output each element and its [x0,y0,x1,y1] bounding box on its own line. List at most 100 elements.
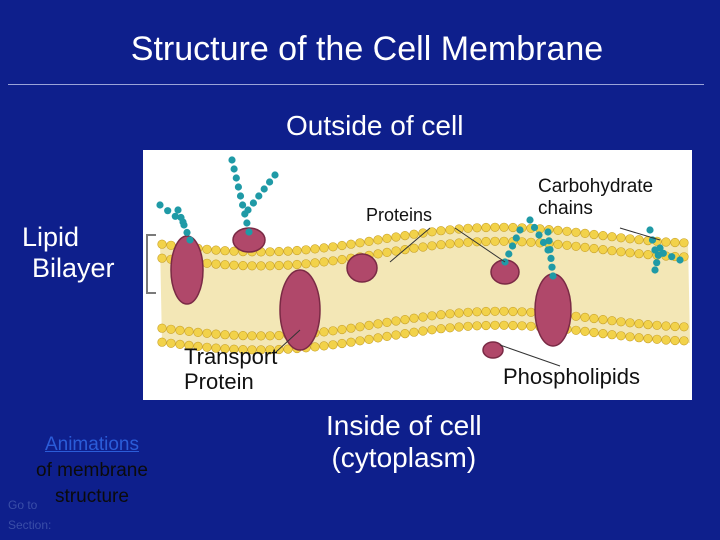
sugar-bead [547,254,555,262]
phospholipid-head [607,330,617,340]
sugar-bead [186,236,194,244]
phospholipid-head [256,261,266,271]
phospholipid-head [562,226,572,236]
phospholipid-head [517,307,527,317]
phospholipid-head [427,311,437,321]
phospholipid-head [382,317,392,328]
go-to-section-button[interactable]: Go to Section: [8,495,51,535]
phospholipid-head [625,318,635,328]
carb-chain-2 [244,171,279,214]
phospholipid-head [508,320,518,331]
phospholipid-head [283,344,293,354]
phospholipid-head [490,320,500,330]
phospholipid-head [589,243,599,254]
label-carb-line2: chains [538,198,593,219]
phospholipid-head [670,321,680,332]
protein-middle [346,253,378,283]
phospholipid-head [274,246,284,257]
leader-proteins-1 [389,227,431,263]
phospholipid-head [445,309,455,319]
phospholipid-head [427,325,437,335]
sugar-bead [234,183,242,191]
phospholipid-head [211,259,221,269]
label-leader-lines [275,227,661,367]
phospholipid-head [526,321,536,331]
phospholipid-head [571,227,581,237]
goto-line1: Go to [8,498,38,512]
sugar-bead [548,263,556,271]
animations-link[interactable]: Animations [44,434,139,455]
phospholipid-head [229,260,239,270]
phospholipid-head [157,239,167,249]
phospholipid-head [409,243,419,253]
phospholipid-head [391,330,401,340]
phospholipid-head [337,254,347,265]
phospholipid-head [418,326,428,336]
phospholipid-head [175,339,185,350]
phospholipid-head [463,307,473,317]
phospholipid-head [184,326,194,337]
phospholipid-head [382,233,392,243]
phospholipid-head [238,261,248,271]
label-lipid-bilayer: Lipid Bilayer [22,222,115,284]
label-carb-line1: Carbohydrate [538,176,654,197]
leader-carb [619,227,661,241]
phospholipid-head [202,342,212,352]
sugar-bead [230,165,238,173]
phospholipid-head [310,244,320,254]
phospholipid-head [373,333,383,343]
carb-chain-1 [228,156,253,236]
phospholipid-head [220,246,230,256]
phospholipid-head [436,324,446,334]
phospholipid-head [607,316,617,326]
phospholipid-head [661,321,671,331]
phospholipid-head [292,245,302,256]
phospholipid-head [481,306,491,317]
carb-chain-7 [526,216,552,254]
label-inside-line2: (cytoplasm) [331,442,477,473]
phospholipid-head [643,250,653,260]
sugar-bead [544,246,552,254]
phospholipid-head [409,327,419,337]
phospholipid-head [571,325,581,335]
phospholipid-head [436,226,446,236]
carb-chain-9 [651,246,684,264]
sugar-bead [174,206,182,214]
animations-link-block[interactable]: Animations of membrane structure [36,432,148,510]
phospholipid-head [436,240,446,250]
phospholipid-head [490,306,500,316]
sugar-bead [651,266,659,274]
phospholipid-head [229,344,239,354]
phospholipid-head [310,342,320,352]
transport-protein [279,269,321,351]
phospholipid-head [652,320,662,330]
sugar-bead [164,207,172,215]
phospholipid-head [418,312,428,322]
sugar-bead [171,212,179,220]
phospholipid-head [319,257,329,267]
phospholipid-head [526,307,536,317]
sugar-bead [549,272,557,280]
phospholipid-head [445,323,455,333]
membrane-proteins [170,227,572,359]
inner-head-row-outer [157,320,689,355]
phospholipid-head [481,222,491,233]
phospholipid-head [445,239,455,249]
phospholipid-head [346,337,356,347]
phospholipid-head [391,316,401,326]
animations-text-line1: of membrane [36,460,148,481]
phospholipid-head [373,235,383,245]
carb-chain-10 [651,244,664,274]
phospholipid-head [247,345,257,355]
sugar-bead [236,192,245,200]
phospholipid-head [175,325,185,336]
label-transport-protein: Transport Protein [184,344,277,394]
phospholipid-head [346,239,356,249]
phospholipid-head [355,238,365,248]
sugar-bead [255,192,263,200]
slide-title: Structure of the Cell Membrane [130,30,604,68]
phospholipid-head [202,328,212,338]
phospholipid-head [463,223,473,233]
phospholipid-head [409,229,419,239]
